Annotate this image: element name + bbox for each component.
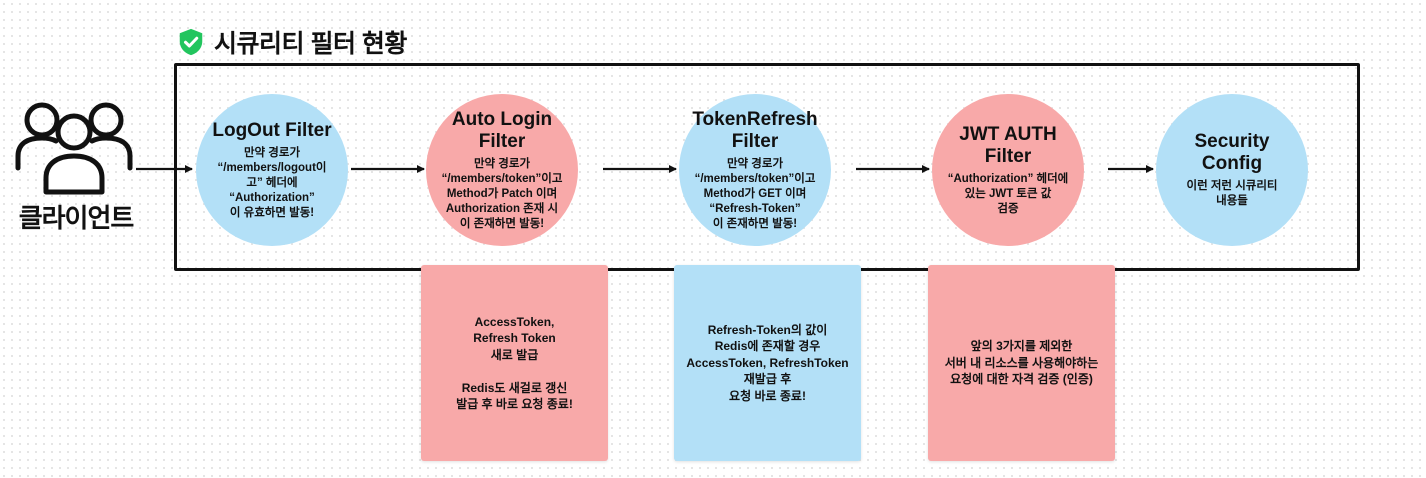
token-refresh-note: Refresh-Token의 값이 Redis에 존재할 경우 AccessTo…	[674, 265, 861, 461]
node-description: 만약 경로가 “/members/token”이고 Method가 GET 이며…	[694, 157, 816, 230]
node-title: Auto Login Filter	[451, 108, 553, 152]
client-label: 클라이언트	[18, 203, 135, 233]
auto-login-filter-node: Auto Login Filter 만약 경로가 “/members/token…	[426, 94, 578, 246]
node-title: Security Config	[1194, 131, 1270, 174]
logout-filter-node: LogOut Filter 만약 경로가 “/members/logout이 고…	[196, 94, 348, 246]
node-description: “Authorization” 헤더에 있는 JWT 토큰 값 검증	[947, 172, 1069, 215]
jwt-auth-note: 앞의 3가지를 제외한 서버 내 리소스를 사용해야하는 요청에 대한 자격 검…	[928, 265, 1115, 461]
node-description: 이런 저런 시큐리티 내용들	[1186, 180, 1278, 207]
node-description: 만약 경로가 “/members/token”이고 Method가 Patch …	[441, 157, 563, 230]
node-title: LogOut Filter	[212, 119, 332, 141]
node-title: TokenRefresh Filter	[692, 108, 818, 152]
token-refresh-filter-node: TokenRefresh Filter 만약 경로가 “/members/tok…	[679, 94, 831, 246]
security-config-node: Security Config 이런 저런 시큐리티 내용들	[1156, 94, 1308, 246]
diagram-title: 시큐리티 필터 현황	[214, 30, 407, 58]
node-description: 만약 경로가 “/members/logout이 고” 헤더에 “Authori…	[217, 146, 327, 219]
jwt-auth-filter-node: JWT AUTH Filter “Authorization” 헤더에 있는 J…	[932, 94, 1084, 246]
diagram-header: 시큐리티 필터 현황	[176, 24, 407, 60]
node-title: JWT AUTH Filter	[959, 123, 1057, 167]
shield-check-icon	[179, 28, 203, 56]
auto-login-note: AccessToken, Refresh Token 새로 발급 Redis도 …	[421, 265, 608, 461]
users-group-icon	[15, 102, 133, 195]
